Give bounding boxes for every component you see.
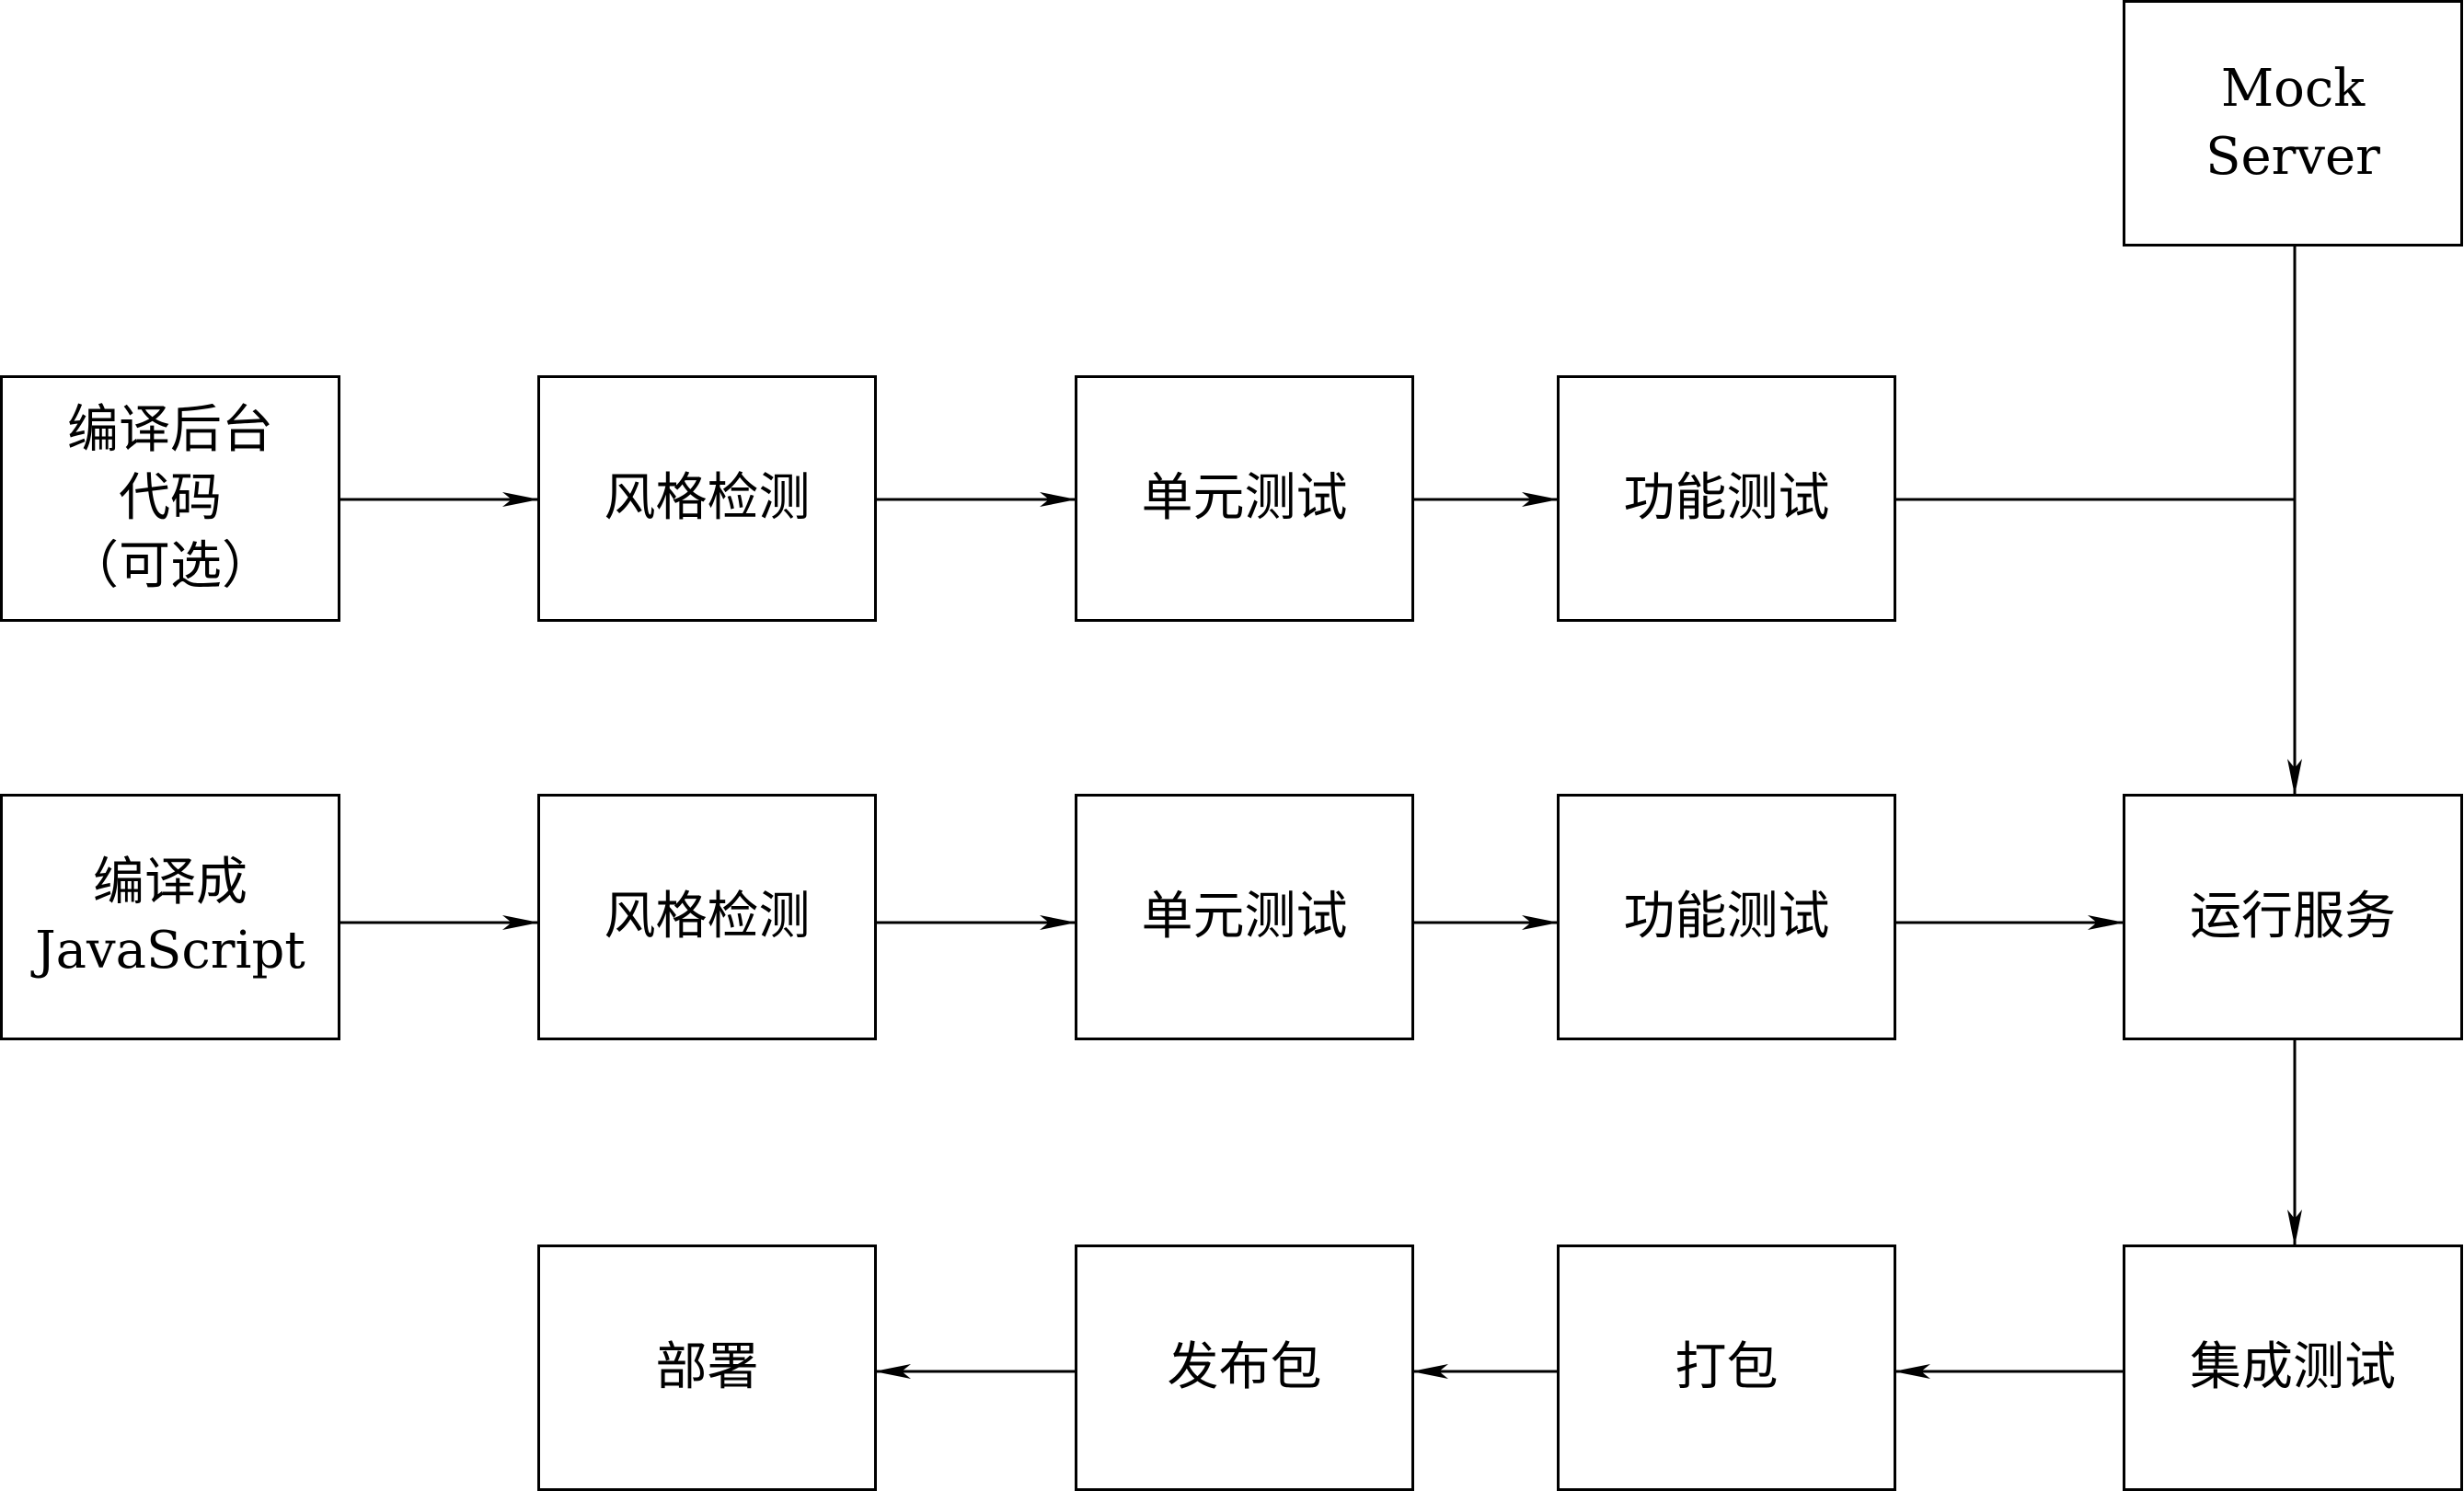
node-integration-test: 集成测试 xyxy=(2123,1244,2463,1491)
node-func-test-2: 功能测试 xyxy=(1557,794,1896,1040)
node-deploy: 部署 xyxy=(537,1244,877,1491)
node-package-label: 打包 xyxy=(1675,1337,1779,1397)
node-unit-test-1-label: 单元测试 xyxy=(1141,468,1348,528)
node-publish-package-label: 发布包 xyxy=(1167,1337,1322,1397)
node-unit-test-2-label: 单元测试 xyxy=(1141,887,1348,946)
node-run-service: 运行服务 xyxy=(2123,794,2463,1040)
node-compile-js-line-2: JavaScript xyxy=(35,921,305,981)
node-unit-test-1: 单元测试 xyxy=(1075,375,1414,622)
node-mock-server-line-2: Server xyxy=(2205,127,2380,187)
node-style-check-1-label: 风格检测 xyxy=(604,468,811,528)
node-package: 打包 xyxy=(1557,1244,1896,1491)
node-mock-server-line-1: Mock xyxy=(2220,59,2366,119)
node-publish-package: 发布包 xyxy=(1075,1244,1414,1491)
node-style-check-2: 风格检测 xyxy=(537,794,877,1040)
node-func-test-1: 功能测试 xyxy=(1557,375,1896,622)
node-compile-js-line-1: 编译成 xyxy=(93,853,248,912)
node-deploy-label: 部署 xyxy=(655,1337,759,1397)
node-style-check-2-label: 风格检测 xyxy=(604,887,811,946)
node-compile-js: 编译成 JavaScript xyxy=(0,794,340,1040)
node-compile-backend-line-3: （可选） xyxy=(67,536,273,596)
node-integration-test-label: 集成测试 xyxy=(2190,1337,2396,1397)
node-compile-backend-line-2: 代码 xyxy=(119,468,222,528)
node-func-test-2-label: 功能测试 xyxy=(1623,887,1830,946)
node-mock-server: Mock Server xyxy=(2123,0,2463,247)
node-func-test-1-label: 功能测试 xyxy=(1623,468,1830,528)
node-compile-backend-line-1: 编译后台 xyxy=(67,400,273,460)
node-run-service-label: 运行服务 xyxy=(2190,887,2396,946)
node-unit-test-2: 单元测试 xyxy=(1075,794,1414,1040)
node-style-check-1: 风格检测 xyxy=(537,375,877,622)
node-compile-backend: 编译后台 代码 （可选） xyxy=(0,375,340,622)
